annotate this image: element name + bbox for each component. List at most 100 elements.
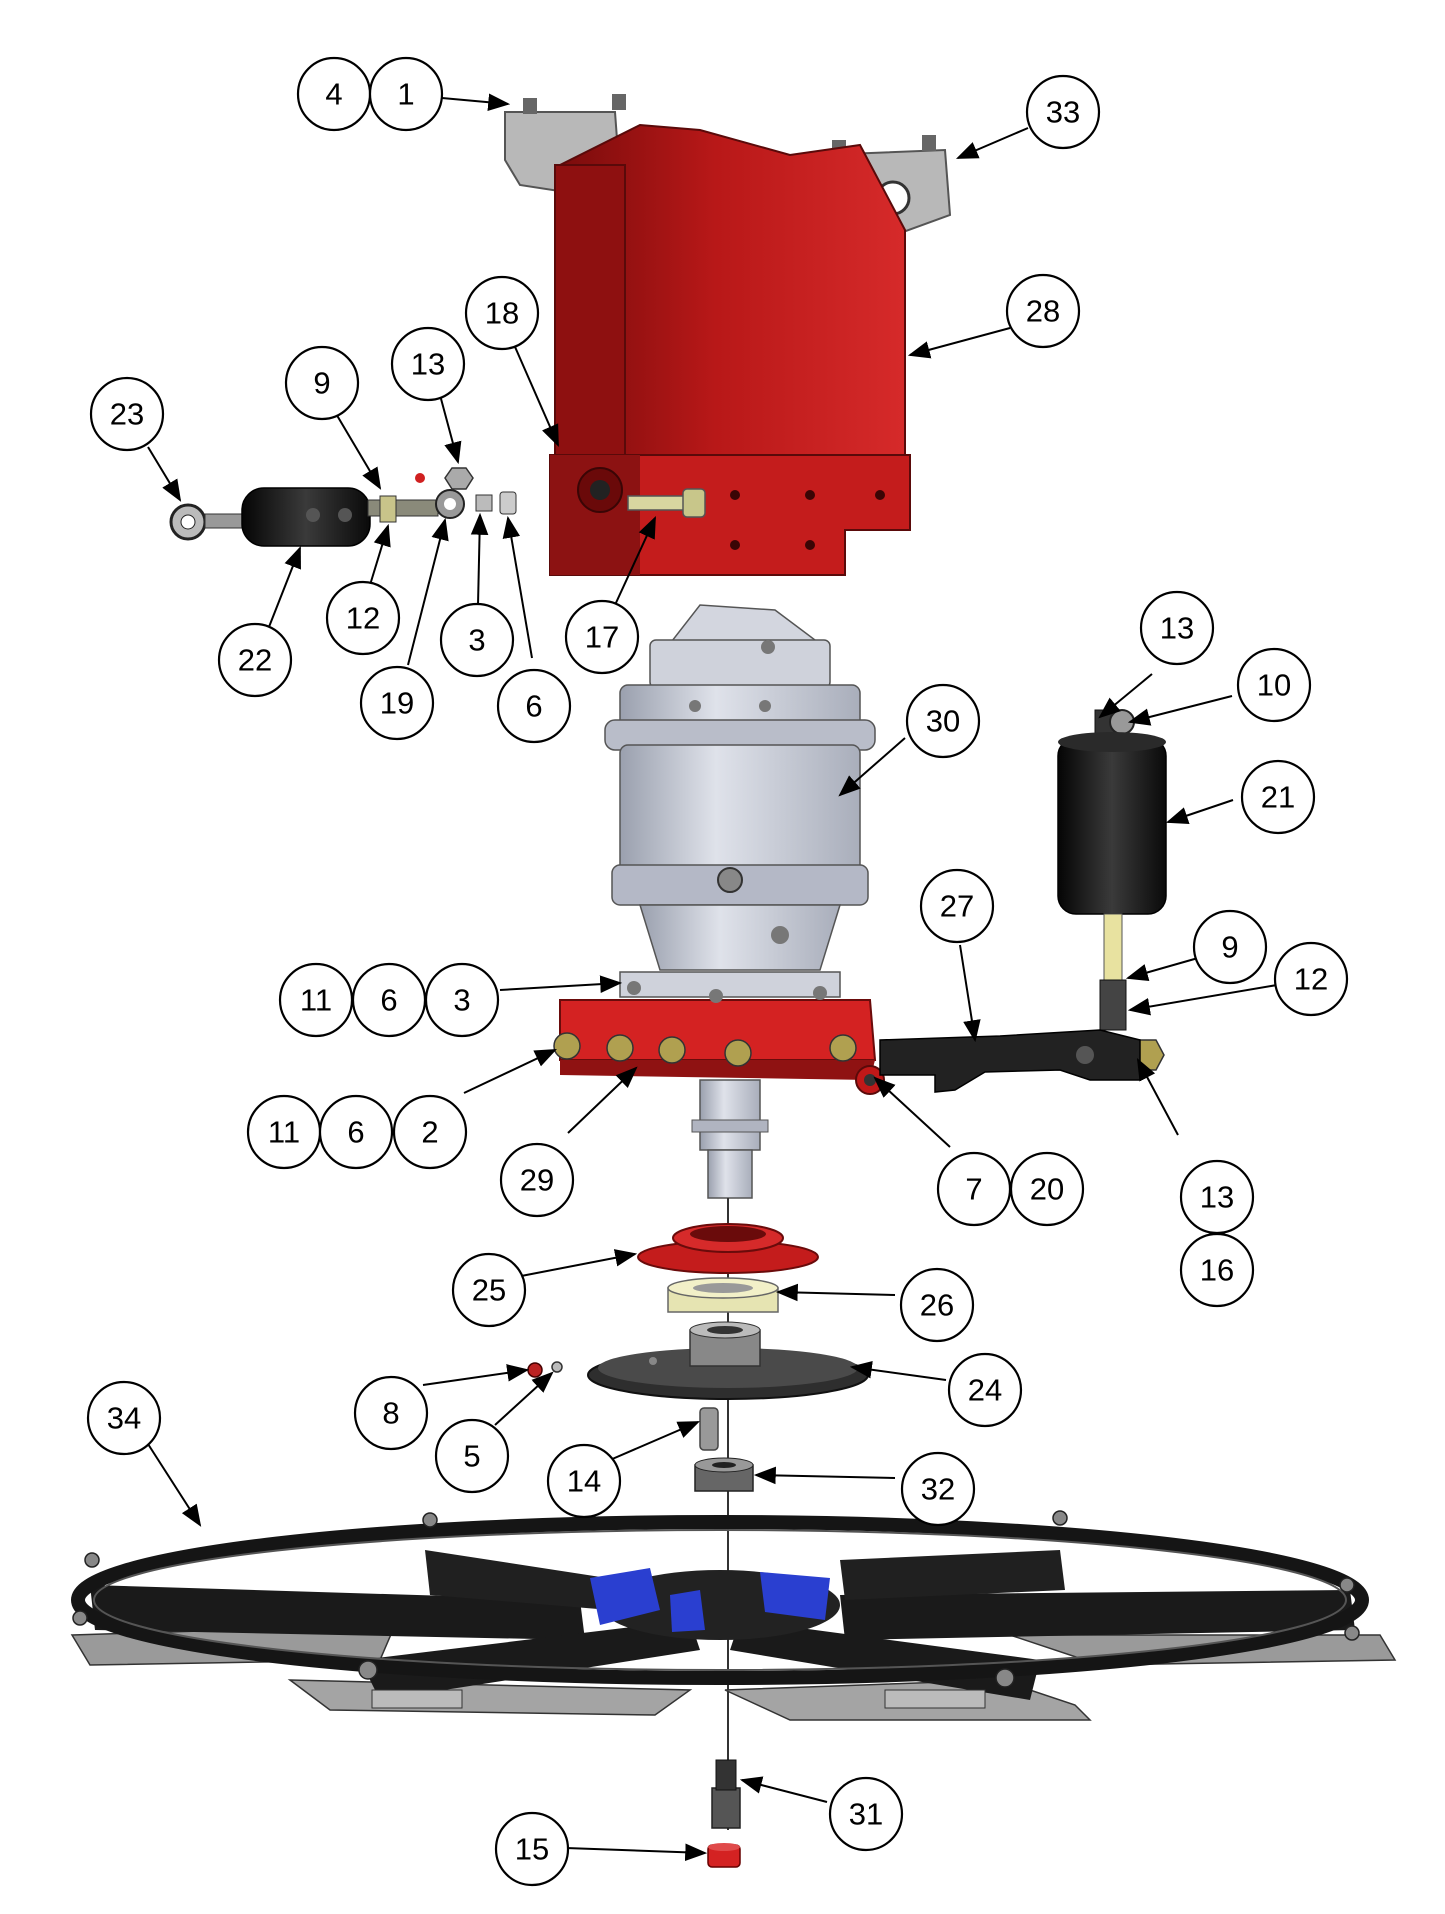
gearbox-30: [604, 604, 876, 971]
svg-text:32: 32: [921, 1472, 955, 1507]
svg-text:16: 16: [1200, 1253, 1234, 1288]
right-damper-assembly: [879, 709, 1167, 1093]
balloon-6-upper: 6: [351, 962, 427, 1038]
balloon-31: 31: [828, 1776, 904, 1852]
leader-lines: [147, 93, 1278, 1862]
balloon-22: 22: [217, 622, 293, 698]
balloon-3-top: 3: [439, 602, 515, 678]
svg-text:8: 8: [382, 1396, 399, 1431]
svg-text:22: 22: [238, 643, 272, 678]
balloon-19: 19: [359, 665, 435, 741]
balloon-16: 16: [1179, 1232, 1255, 1308]
svg-text:10: 10: [1257, 668, 1291, 703]
svg-text:24: 24: [968, 1373, 1002, 1408]
key-14: [699, 1407, 719, 1451]
mount-plate-29: [553, 971, 885, 1095]
svg-text:27: 27: [940, 889, 974, 924]
balloon-3-upper: 3: [424, 962, 500, 1038]
svg-text:18: 18: [485, 296, 519, 331]
hub-plate-24: [587, 1321, 869, 1400]
balloon-14: 14: [546, 1443, 622, 1519]
svg-text:6: 6: [380, 983, 397, 1018]
svg-text:11: 11: [300, 983, 332, 1018]
balloon-8: 8: [353, 1375, 429, 1451]
balloon-13-right: 13: [1139, 590, 1215, 666]
svg-text:14: 14: [567, 1464, 601, 1499]
balloon-25: 25: [451, 1252, 527, 1328]
balloon-34: 34: [86, 1380, 162, 1456]
balloon-17: 17: [564, 599, 640, 675]
svg-text:29: 29: [520, 1163, 554, 1198]
svg-text:19: 19: [380, 686, 414, 721]
bolt-17: [627, 488, 706, 518]
balloon-12-right: 12: [1273, 941, 1349, 1017]
svg-text:12: 12: [1294, 962, 1328, 997]
balloon-24: 24: [947, 1352, 1023, 1428]
balloon-13-left: 13: [390, 326, 466, 402]
left-damper-assembly: [169, 467, 517, 547]
svg-text:25: 25: [472, 1273, 506, 1308]
balloon-4: 4: [296, 56, 372, 132]
svg-text:11: 11: [268, 1115, 300, 1150]
svg-text:15: 15: [515, 1832, 549, 1867]
svg-text:26: 26: [920, 1288, 954, 1323]
svg-text:9: 9: [1221, 930, 1238, 965]
rotor-assembly-34: [70, 1510, 1397, 1721]
balloon-7: 7: [936, 1151, 1012, 1227]
balloon-1: 1: [368, 56, 444, 132]
balloon-27: 27: [919, 868, 995, 944]
svg-text:9: 9: [313, 366, 330, 401]
balloon-20: 20: [1009, 1151, 1085, 1227]
svg-text:4: 4: [325, 77, 342, 112]
svg-text:21: 21: [1261, 780, 1295, 815]
balloon-5: 5: [434, 1418, 510, 1494]
cap-15: [707, 1843, 741, 1868]
balloon-29: 29: [499, 1142, 575, 1218]
svg-text:13: 13: [1200, 1180, 1234, 1215]
balloon-11-lower: 11: [246, 1094, 322, 1170]
balloon-11-upper: 11: [278, 962, 354, 1038]
balloon-15: 15: [494, 1811, 570, 1887]
part-balloons: 4 1 33 28 18 13 9 23 22 12 19 3 6 17 13 …: [86, 56, 1349, 1887]
svg-text:33: 33: [1046, 95, 1080, 130]
svg-text:34: 34: [107, 1401, 141, 1436]
balloon-23: 23: [89, 376, 165, 452]
balloon-6-lower: 6: [318, 1094, 394, 1170]
svg-text:7: 7: [965, 1172, 982, 1207]
bushing-26: [667, 1277, 779, 1313]
red-frame-housing: [549, 123, 911, 576]
svg-text:5: 5: [463, 1439, 480, 1474]
spacer-32: [694, 1457, 754, 1492]
svg-text:3: 3: [453, 983, 470, 1018]
svg-text:3: 3: [468, 623, 485, 658]
seal-25: [637, 1223, 819, 1274]
balloon-21: 21: [1240, 759, 1316, 835]
balloon-18: 18: [464, 275, 540, 351]
balloon-12-left: 12: [325, 580, 401, 656]
balloon-13-lower: 13: [1179, 1159, 1255, 1235]
svg-text:17: 17: [585, 620, 619, 655]
balloon-6-top: 6: [496, 668, 572, 744]
svg-text:6: 6: [525, 689, 542, 724]
bolt-31: [711, 1759, 741, 1829]
output-shaft: [691, 1079, 769, 1830]
svg-text:12: 12: [346, 601, 380, 636]
svg-text:1: 1: [397, 77, 414, 112]
svg-text:6: 6: [347, 1115, 364, 1150]
svg-text:13: 13: [1160, 611, 1194, 646]
balloon-33: 33: [1025, 74, 1101, 150]
svg-text:13: 13: [411, 347, 445, 382]
balloon-9-right: 9: [1192, 909, 1268, 985]
svg-text:31: 31: [849, 1797, 883, 1832]
balloon-28: 28: [1005, 273, 1081, 349]
balloon-2: 2: [392, 1094, 468, 1170]
svg-text:23: 23: [110, 397, 144, 432]
balloon-30: 30: [905, 683, 981, 759]
balloon-10: 10: [1236, 647, 1312, 723]
grease-fitting-8-5: [527, 1361, 563, 1378]
svg-text:2: 2: [421, 1115, 438, 1150]
balloon-9-left: 9: [284, 345, 360, 421]
svg-text:30: 30: [926, 704, 960, 739]
balloon-26: 26: [899, 1267, 975, 1343]
